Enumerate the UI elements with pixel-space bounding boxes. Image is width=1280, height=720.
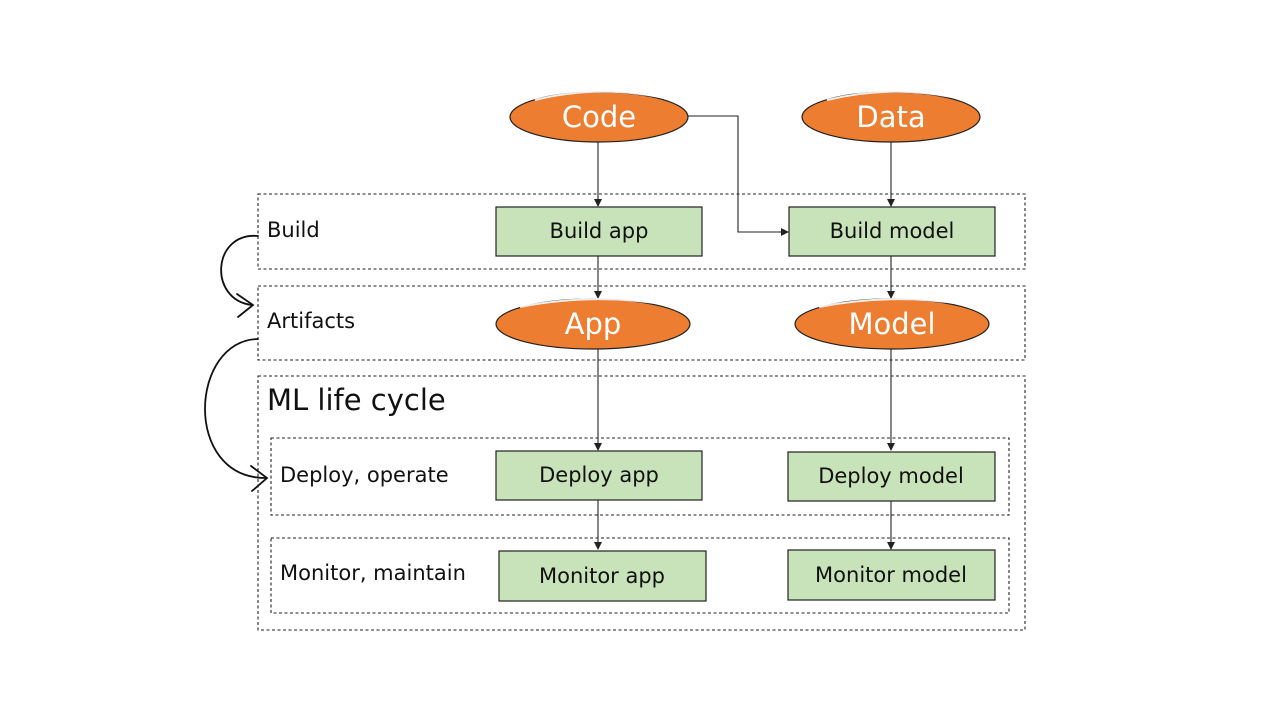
build-model-box-shape [788, 206, 996, 257]
build-to-artifacts-curve [220, 235, 259, 306]
monitor-maintain-band [270, 537, 1010, 614]
data-oval-label: Data [856, 100, 925, 134]
data-oval-highlight [826, 90, 953, 101]
build-model-box: Build model [788, 206, 996, 257]
deploy-model-label: Deploy model [818, 464, 964, 488]
deploy-operate-band-label: Deploy, operate [280, 463, 449, 487]
build-band-label: Build [267, 218, 320, 242]
build-app-box-shape [495, 206, 703, 257]
build-app-label: Build app [550, 219, 649, 243]
data-oval: Data [801, 90, 981, 143]
deploy-app-box-shape [495, 450, 703, 501]
deploy-app-label: Deploy app [539, 463, 659, 487]
monitor-model-box-shape [787, 549, 996, 601]
code-oval: Code [509, 90, 689, 143]
ml-life-cycle-band [257, 375, 1026, 631]
code-oval-label: Code [562, 100, 636, 134]
model-oval: Model [794, 298, 990, 350]
deploy-operate-band [270, 437, 1010, 516]
code-oval-highlight [534, 90, 661, 101]
artifacts-to-deploy-curve [204, 338, 267, 479]
deploy-app-box: Deploy app [495, 450, 703, 501]
monitor-maintain-band-label: Monitor, maintain [280, 561, 466, 585]
monitor-model-label: Monitor model [815, 563, 967, 587]
artifacts-band [257, 285, 1026, 361]
build-model-label: Build model [830, 219, 955, 243]
code-to-build-model-arrow [688, 115, 789, 236]
deploy-model-box-shape [787, 451, 996, 502]
app-oval-label: App [565, 307, 622, 341]
build-app-box: Build app [495, 206, 703, 257]
monitor-app-label: Monitor app [539, 564, 665, 588]
app-oval: App [495, 298, 691, 350]
monitor-model-box: Monitor model [787, 549, 996, 601]
deploy-model-box: Deploy model [787, 451, 996, 502]
model-oval-highlight [818, 298, 962, 308]
build-band [257, 193, 1026, 270]
artifacts-band-label: Artifacts [267, 309, 355, 333]
monitor-app-box: Monitor app [498, 550, 707, 602]
monitor-app-box-shape [498, 550, 707, 602]
artifacts-to-deploy-curve-head [250, 465, 269, 492]
model-oval-label: Model [848, 307, 935, 341]
app-oval-highlight [519, 298, 663, 308]
ml-life-cycle-title: ML life cycle [267, 383, 446, 417]
build-to-artifacts-curve-head [236, 293, 255, 318]
